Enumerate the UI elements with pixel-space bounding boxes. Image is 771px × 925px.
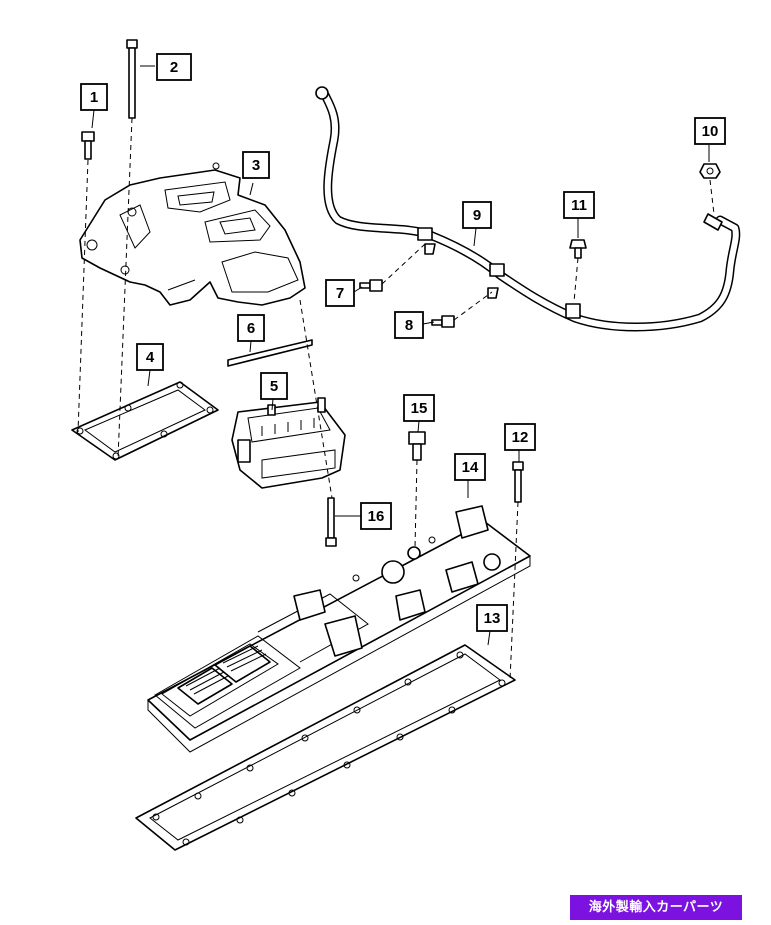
callout-9: 9 [462,201,492,229]
callout-label-10: 10 [702,123,719,140]
callout-label-8: 8 [405,317,413,334]
callout-label-7: 7 [336,285,344,302]
callout-label-15: 15 [411,400,428,417]
callout-16: 16 [360,502,392,530]
seal-part-6 [227,339,313,367]
callout-10: 10 [694,117,726,145]
callout-1: 1 [80,83,108,111]
callout-13: 13 [476,604,508,632]
alignment-lines [77,117,715,681]
callout-5: 5 [260,372,288,400]
callout-box-5 [260,372,288,400]
module-part-5 [231,397,346,489]
callout-label-4: 4 [146,349,155,366]
intake-elbow-part-3 [79,162,306,306]
bolt-part-16 [325,497,337,547]
bolt-part-7 [359,279,383,292]
callout-15: 15 [403,394,435,422]
callout-3: 3 [242,151,270,179]
callout-label-16: 16 [368,508,385,525]
bolt-part-11 [569,239,587,259]
callout-label-2: 2 [170,59,178,76]
gasket-part-4 [71,381,219,461]
callout-14: 14 [454,453,486,481]
callout-label-12: 12 [512,429,529,446]
bolt-part-8 [431,315,455,328]
gasket-part-13 [135,644,516,851]
callout-12: 12 [504,423,536,451]
hose-part-9 [315,86,741,332]
bolt-part-1 [81,131,95,160]
watermark-badge: 海外製輸入カーパーツ [570,895,742,920]
callout-box-9 [462,201,492,229]
callout-box-3 [242,151,270,179]
callout-box-2 [156,53,192,81]
callout-box-12 [504,423,536,451]
callout-box-8 [394,311,424,339]
callout-box-14 [454,453,486,481]
callout-label-6: 6 [247,320,255,337]
callout-label-11: 11 [571,197,587,214]
leader-lines [91,65,710,646]
callout-label-13: 13 [484,610,501,627]
callout-box-10 [694,117,726,145]
callout-box-4 [136,343,164,371]
callout-label-14: 14 [462,459,479,476]
callout-label-1: 1 [90,89,98,106]
plate-part-14 [147,505,531,753]
callout-4: 4 [136,343,164,371]
callout-box-13 [476,604,508,632]
stud-part-12 [512,461,524,503]
callout-box-6 [237,314,265,342]
callout-11: 11 [563,191,595,219]
callout-label-9: 9 [473,207,481,224]
callout-label-3: 3 [252,157,260,174]
callout-label-5: 5 [270,378,278,395]
callout-7: 7 [325,279,355,307]
callout-6: 6 [237,314,265,342]
callout-box-16 [360,502,392,530]
long-bolt-part-2 [126,39,138,119]
callout-box-1 [80,83,108,111]
callout-8: 8 [394,311,424,339]
bolt-part-15 [408,431,426,461]
callout-2: 2 [156,53,192,81]
callout-box-7 [325,279,355,307]
callout-box-15 [403,394,435,422]
callout-box-11 [563,191,595,219]
nut-part-10 [699,163,721,179]
